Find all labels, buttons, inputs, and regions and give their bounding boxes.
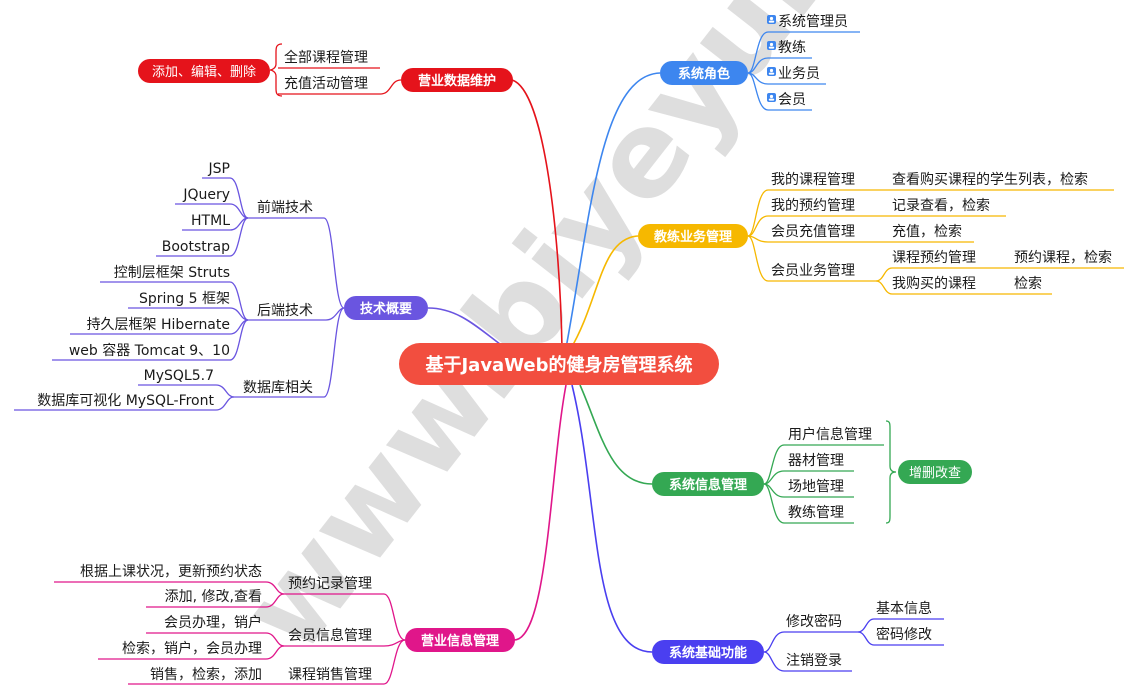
coach-subitem-detail[interactable]: 预约课程，检索	[1014, 249, 1112, 266]
branch-data-maintenance: 营业数据维护 全部课程管理 充值活动管理 添加、编辑、删除	[138, 43, 513, 97]
svg-text:业务员: 业务员	[778, 66, 820, 82]
tech-item[interactable]: MySQL5.7	[144, 368, 214, 384]
bizinfo-node[interactable]	[405, 628, 515, 652]
bizinfo-item[interactable]: 检索，销户，会员办理	[122, 640, 262, 657]
branch-tech: 技术概要 前端技术 后端技术 数据库相关 JSP JQuery HTML Boo…	[14, 161, 428, 411]
data-maint-node[interactable]	[401, 68, 513, 92]
coach-item-my-bookings[interactable]: 我的预约管理	[771, 198, 855, 214]
role-item-3[interactable]: 会员	[767, 92, 806, 108]
branch-system-info: 系统信息管理 用户信息管理 器材管理 场地管理 教练管理 增删改查	[652, 420, 972, 524]
svg-text:营业信息管理: 营业信息管理	[421, 633, 499, 649]
tech-item[interactable]: Spring 5 框架	[139, 291, 230, 307]
data-maint-item-1[interactable]: 充值活动管理	[284, 76, 368, 92]
sysinfo-item-equipment[interactable]: 器材管理	[788, 453, 844, 469]
data-maint-summary-tag[interactable]	[138, 59, 270, 83]
bizinfo-group-booking-records[interactable]: 预约记录管理	[288, 576, 372, 592]
tech-item[interactable]: JQuery	[182, 187, 230, 203]
branch-coach: 教练业务管理 我的课程管理 查看购买课程的学生列表，检索 我的预约管理 记录查看…	[638, 171, 1124, 295]
svg-text:营业数据维护: 营业数据维护	[418, 73, 496, 89]
basic-item-basic-info[interactable]: 基本信息	[876, 600, 932, 617]
coach-subitem-detail[interactable]: 检索	[1014, 275, 1042, 292]
coach-node[interactable]	[638, 224, 748, 248]
coach-item-member-recharge[interactable]: 会员充值管理	[771, 224, 855, 240]
bizinfo-item[interactable]: 会员办理，销户	[164, 614, 262, 631]
tech-group-database[interactable]: 数据库相关	[243, 380, 313, 396]
coach-subitem-purchased[interactable]: 我购买的课程	[892, 276, 976, 292]
coach-item-detail[interactable]: 记录查看，检索	[892, 197, 990, 214]
svg-text:添加、编辑、删除: 添加、编辑、删除	[152, 65, 256, 80]
tech-item[interactable]: Bootstrap	[162, 239, 230, 255]
coach-item-my-courses[interactable]: 我的课程管理	[771, 172, 855, 188]
svg-text:教练: 教练	[778, 40, 806, 56]
bizinfo-item[interactable]: 根据上课状况，更新预约状态	[80, 564, 262, 580]
coach-item-detail[interactable]: 查看购买课程的学生列表，检索	[892, 171, 1088, 188]
role-item-0[interactable]: 系统管理员	[767, 14, 848, 30]
tech-item[interactable]: HTML	[191, 213, 230, 229]
branch-roles: 系统角色 系统管理员 教练 业务员 会员	[660, 14, 860, 111]
tech-item[interactable]: 控制层框架 Struts	[114, 265, 230, 281]
sysinfo-summary-tag[interactable]	[898, 460, 972, 484]
bizinfo-group-member-info[interactable]: 会员信息管理	[288, 627, 372, 644]
sysinfo-node[interactable]	[652, 472, 764, 496]
root-label: 基于JavaWeb的健身房管理系统	[424, 354, 692, 376]
tech-item[interactable]: 数据库可视化 MySQL-Front	[37, 393, 214, 409]
branch-basic: 系统基础功能 修改密码 注销登录 基本信息 密码修改	[652, 600, 944, 672]
coach-item-member-business[interactable]: 会员业务管理	[771, 263, 855, 279]
svg-text:增删改查: 增删改查	[909, 466, 961, 481]
svg-text:技术概要: 技术概要	[360, 301, 412, 317]
svg-text:教练业务管理: 教练业务管理	[653, 229, 732, 245]
bizinfo-item[interactable]: 添加, 修改,查看	[165, 589, 262, 605]
svg-text:系统基础功能: 系统基础功能	[669, 645, 747, 661]
tech-item[interactable]: 持久层框架 Hibernate	[87, 317, 230, 333]
role-item-2[interactable]: 业务员	[767, 66, 820, 82]
tech-item[interactable]: JSP	[208, 161, 230, 177]
branch-business-info: 营业信息管理 预约记录管理 会员信息管理 课程销售管理 根据上课状况，更新预约状…	[54, 564, 515, 685]
svg-text:系统管理员: 系统管理员	[778, 14, 848, 30]
basic-item-password-change[interactable]: 密码修改	[876, 626, 932, 643]
tech-group-frontend[interactable]: 前端技术	[257, 199, 313, 216]
sysinfo-item-coaches[interactable]: 教练管理	[788, 505, 844, 521]
svg-text:会员: 会员	[778, 92, 806, 108]
tech-group-backend[interactable]: 后端技术	[257, 303, 313, 319]
coach-item-detail[interactable]: 充值，检索	[892, 223, 962, 240]
root-node[interactable]: 基于JavaWeb的健身房管理系统	[399, 343, 719, 385]
role-item-1[interactable]: 教练	[767, 40, 806, 56]
tech-item[interactable]: web 容器 Tomcat 9、10	[69, 342, 230, 359]
data-maint-item-0[interactable]: 全部课程管理	[284, 49, 368, 66]
bizinfo-item[interactable]: 销售，检索，添加	[150, 666, 262, 683]
svg-text:系统角色: 系统角色	[678, 66, 730, 82]
roles-node[interactable]	[660, 61, 748, 85]
sysinfo-item-venues[interactable]: 场地管理	[788, 479, 844, 495]
basic-node[interactable]	[652, 640, 764, 664]
root-edges	[427, 72, 661, 653]
tech-node[interactable]	[344, 296, 428, 320]
svg-text:系统信息管理: 系统信息管理	[669, 477, 747, 493]
basic-group-change-password[interactable]: 修改密码	[786, 613, 842, 630]
sysinfo-item-users[interactable]: 用户信息管理	[788, 426, 872, 443]
bizinfo-group-course-sales[interactable]: 课程销售管理	[288, 667, 372, 683]
coach-subitem-course-booking[interactable]: 课程预约管理	[892, 250, 976, 266]
basic-group-logout[interactable]: 注销登录	[786, 653, 842, 669]
